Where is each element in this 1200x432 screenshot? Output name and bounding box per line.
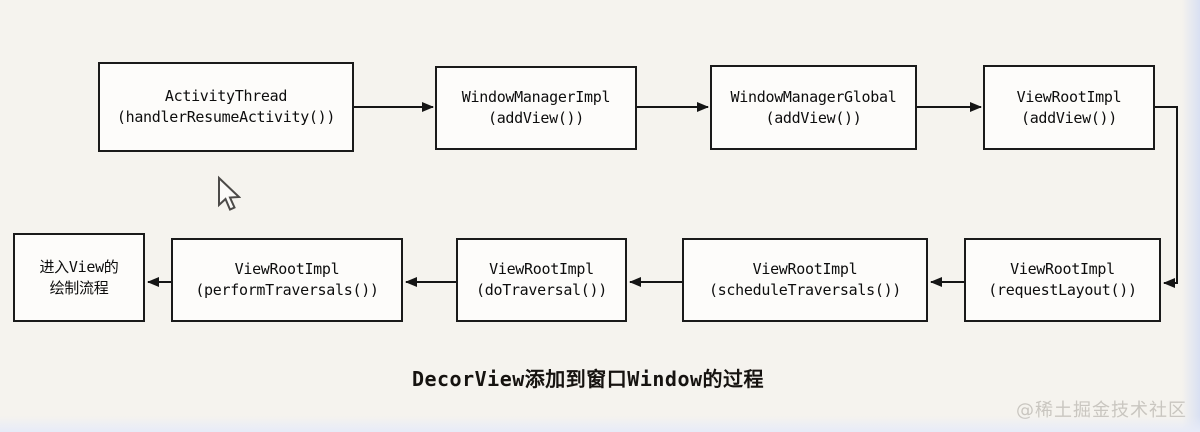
right-edge-tint — [1182, 0, 1200, 432]
node-class-name: WindowManagerGlobal — [730, 87, 897, 106]
node-view-root-impl-add-view: ViewRootImpl (addView()) — [983, 65, 1155, 150]
node-enter-view-drawing: 进入View的 绘制流程 — [13, 233, 145, 322]
node-view-root-impl-schedule-traversals: ViewRootImpl (scheduleTraversals()) — [682, 238, 928, 322]
diagram-caption: DecorView添加到窗口Window的过程 — [411, 367, 765, 391]
mouse-cursor-icon — [218, 175, 241, 211]
watermark: @稀土掘金技术社区 — [1016, 400, 1187, 421]
node-class-name: ViewRootImpl — [1010, 260, 1115, 278]
node-method-name: (requestLayout()) — [988, 281, 1137, 299]
node-method-name: (scheduleTraversals()) — [708, 281, 902, 299]
node-label-line1: 进入View的 — [39, 257, 119, 276]
node-method-name: (performTraversals()) — [195, 281, 379, 299]
node-class-name: ViewRootImpl — [234, 260, 340, 278]
node-label-line2: 绘制流程 — [49, 278, 109, 297]
node-method-name: (addView()) — [1020, 108, 1118, 127]
node-class-name: WindowManagerImpl — [461, 88, 611, 106]
node-view-root-impl-request-layout: ViewRootImpl (requestLayout()) — [964, 238, 1161, 322]
node-window-manager-impl: WindowManagerImpl (addView()) — [435, 66, 637, 150]
node-method-name: (addView()) — [765, 108, 862, 127]
node-activity-thread: ActivityThread (handlerResumeActivity()) — [98, 62, 354, 152]
node-class-name: ViewRootImpl — [489, 260, 594, 278]
node-class-name: ActivityThread — [164, 87, 288, 105]
node-view-root-impl-perform-traversals: ViewRootImpl (performTraversals()) — [171, 238, 403, 322]
node-method-name: (handlerResumeActivity()) — [116, 108, 336, 126]
node-method-name: (addView()) — [487, 109, 585, 127]
node-class-name: ViewRootImpl — [1016, 87, 1122, 106]
node-method-name: (doTraversal()) — [476, 281, 607, 299]
node-view-root-impl-do-traversal: ViewRootImpl (doTraversal()) — [456, 238, 627, 322]
node-window-manager-global: WindowManagerGlobal (addView()) — [710, 65, 917, 150]
node-class-name: ViewRootImpl — [752, 260, 858, 278]
